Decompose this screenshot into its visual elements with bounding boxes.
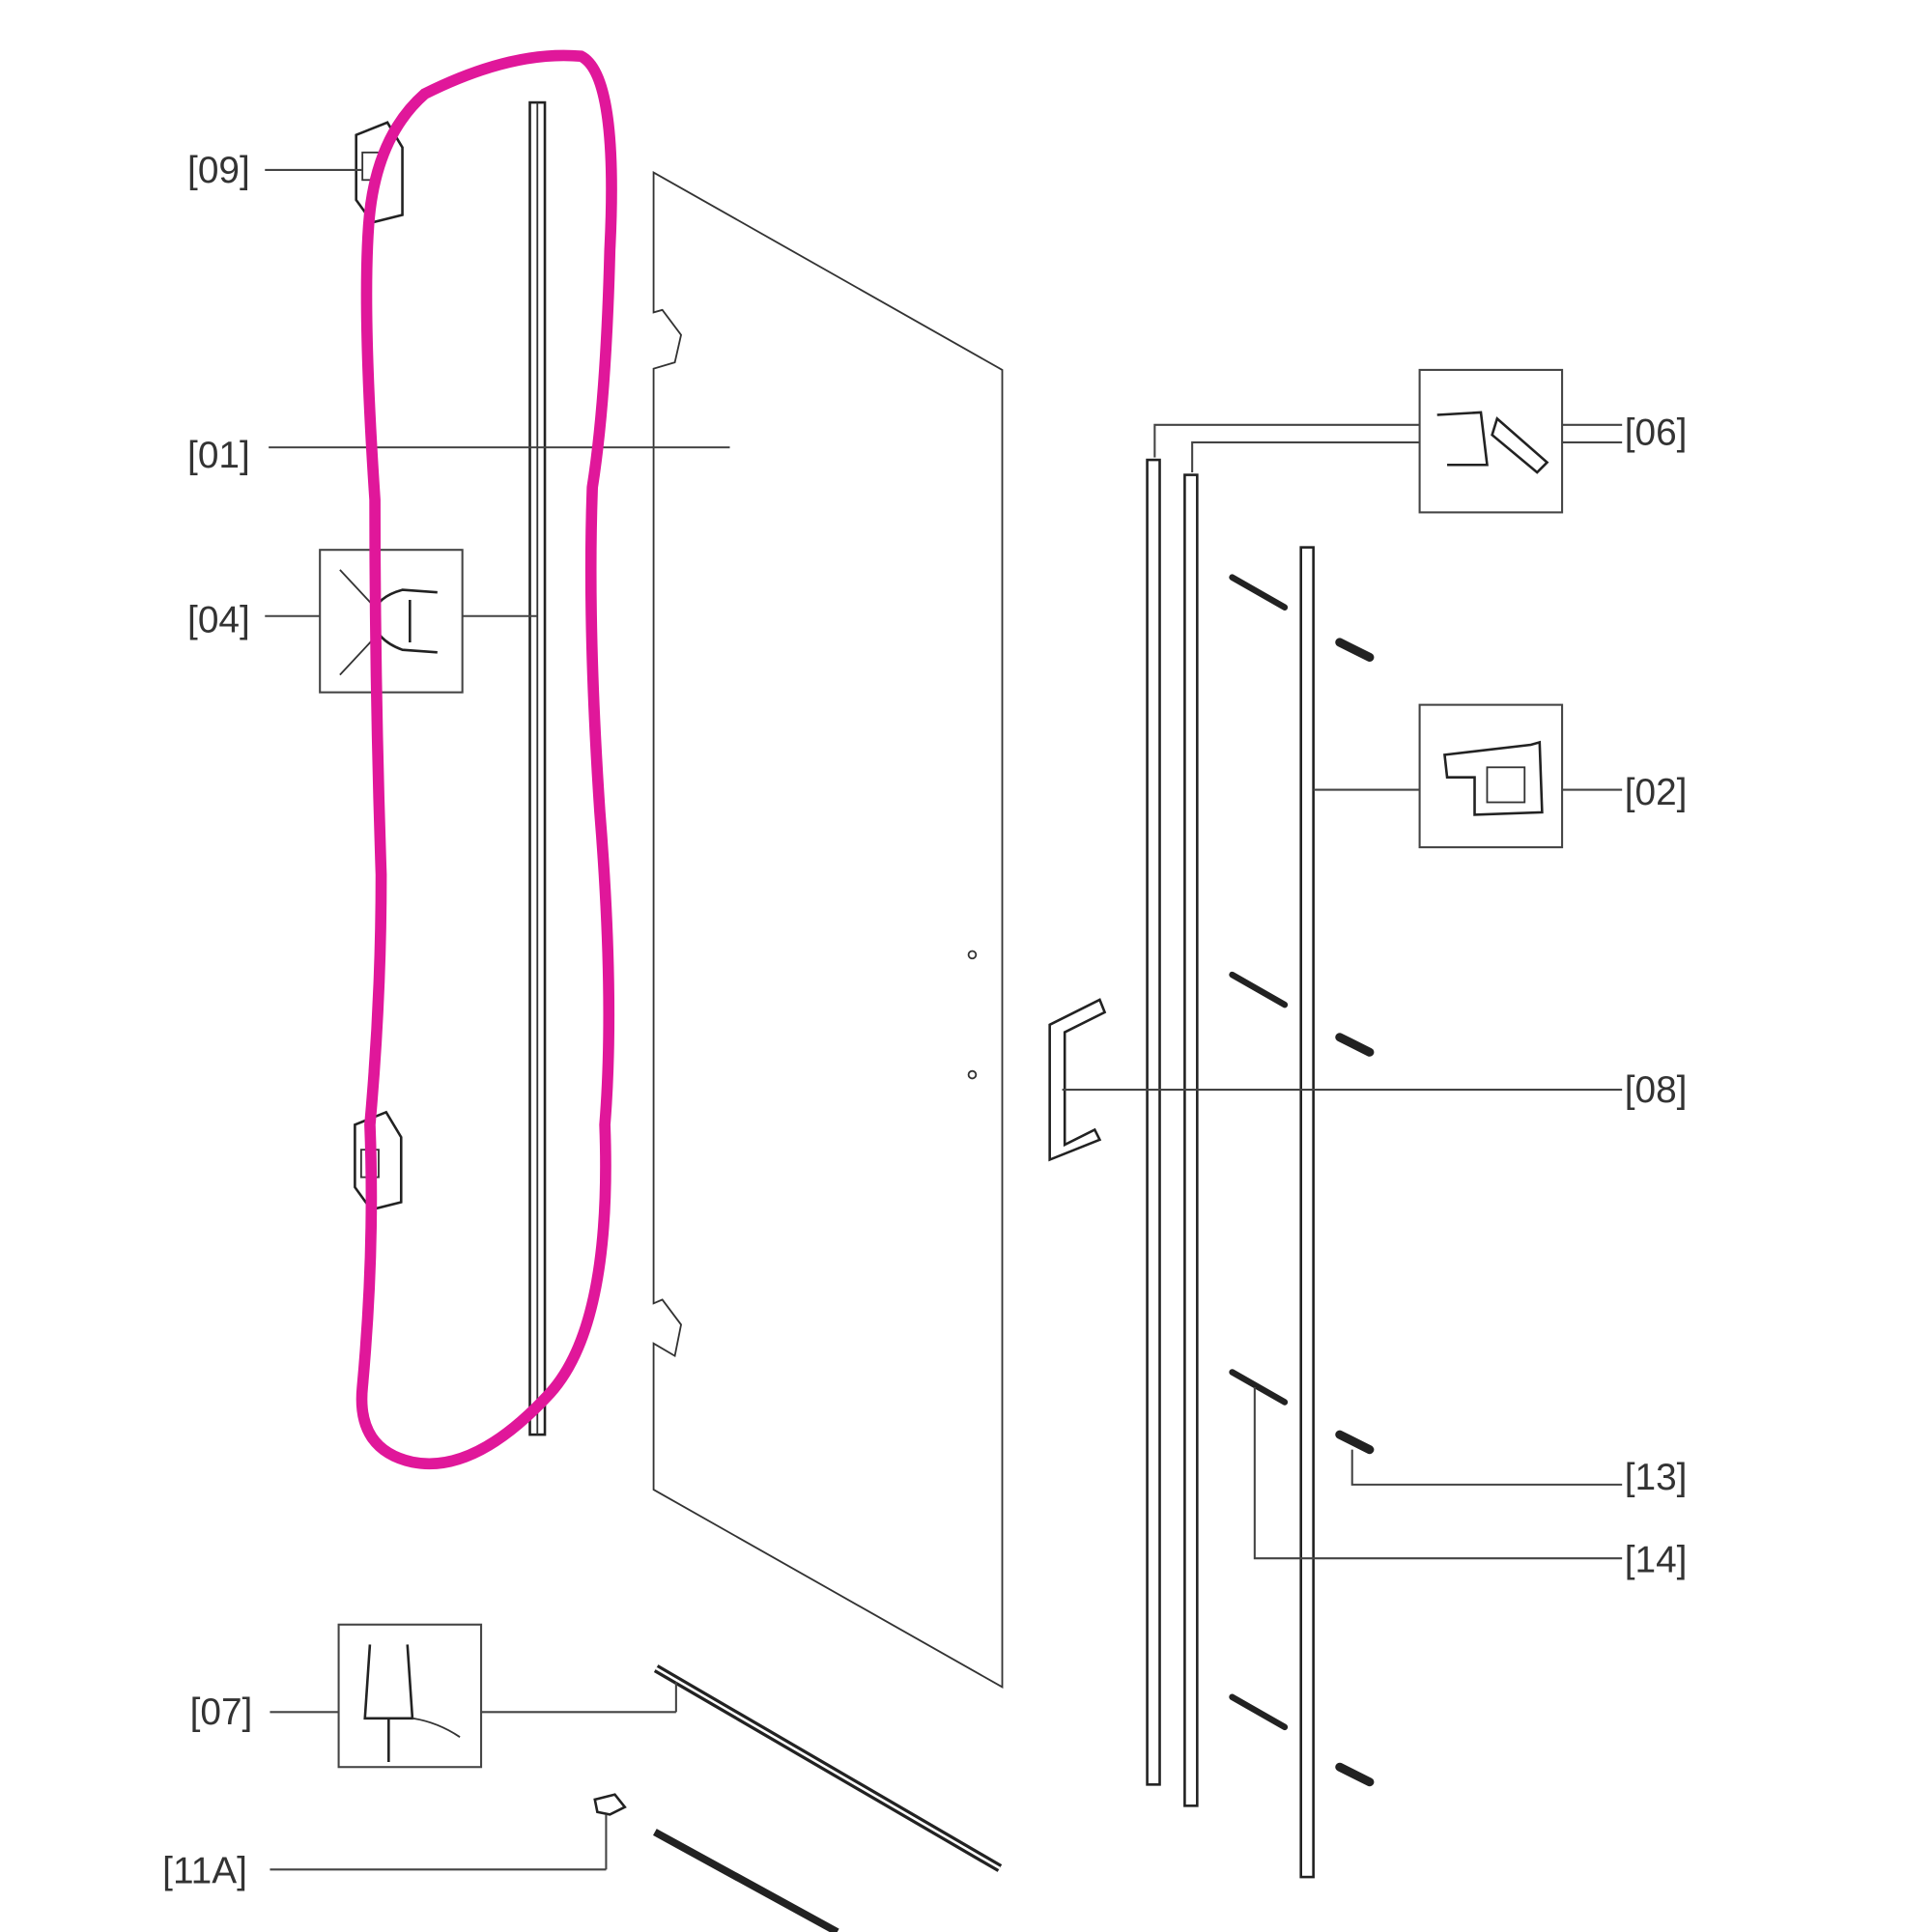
label-13: [13] [1625, 1457, 1688, 1498]
label-01: [01] [187, 435, 250, 476]
glass-panel [652, 170, 1004, 1689]
label-06: [06] [1625, 412, 1688, 454]
highlight-loop [355, 49, 617, 1470]
label-02: [02] [1625, 772, 1688, 813]
seal-profile-07-detail [337, 1623, 483, 1769]
seal-profile-04-detail [319, 549, 464, 694]
label-11a: [11A] [162, 1851, 247, 1892]
wall-plugs-13 [1335, 638, 1375, 1787]
hinge-bottom [354, 1110, 403, 1211]
seal-profile-06-detail [1418, 368, 1564, 514]
wall-profile-02 [1299, 546, 1315, 1879]
label-08: [08] [1625, 1069, 1688, 1111]
seal-profile-02-detail [1418, 703, 1564, 849]
label-09: [09] [187, 150, 250, 191]
label-04: [04] [187, 600, 250, 641]
door-handle-08 [1048, 998, 1107, 1162]
label-14: [14] [1625, 1539, 1688, 1580]
wall-profile-left [528, 100, 547, 1436]
end-cap-11a [593, 1793, 627, 1816]
screws-14 [1229, 574, 1289, 1731]
bottom-seal-07 [653, 1664, 1003, 1872]
seal-strips-06 [1146, 458, 1199, 1807]
label-07: [07] [190, 1691, 253, 1733]
